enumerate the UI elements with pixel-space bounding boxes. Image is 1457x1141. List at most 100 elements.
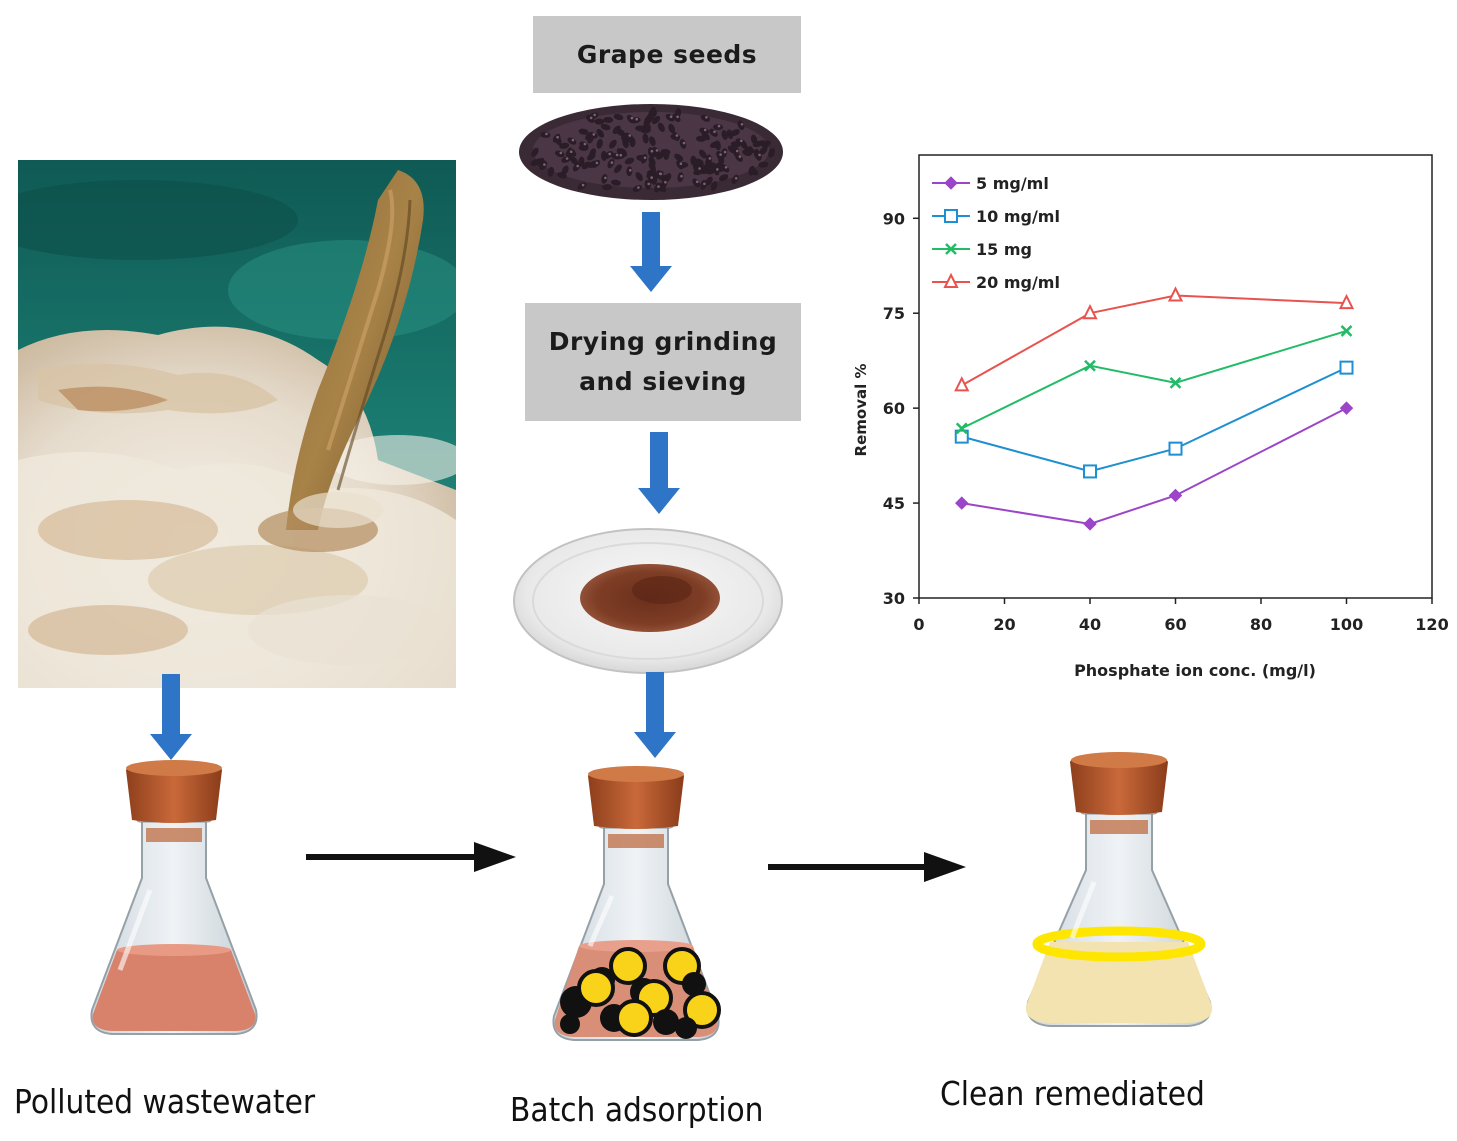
grape-seed-highlight — [723, 150, 727, 154]
legend-label: 5 mg/ml — [976, 174, 1049, 193]
grape-seed — [672, 131, 680, 142]
grape-seed — [569, 156, 579, 165]
grape-seed — [731, 174, 739, 184]
grape-seed-highlight — [576, 164, 579, 168]
caption-polluted-wastewater: Polluted wastewater — [14, 1082, 316, 1121]
grape-seed-highlight — [630, 116, 634, 120]
grape-seed — [547, 166, 555, 177]
grape-seed-highlight — [543, 163, 546, 166]
grape-seed-highlight — [595, 161, 599, 165]
grape-seed — [567, 137, 577, 145]
y-tick-label: 75 — [883, 304, 905, 323]
data-point — [1167, 286, 1184, 302]
grape-seed — [660, 148, 671, 156]
grape-seed-highlight — [556, 135, 559, 139]
grape-seed — [607, 158, 615, 169]
grape-seed — [614, 164, 622, 173]
grape-seed — [699, 127, 710, 135]
grape-seed — [652, 146, 660, 156]
grape-seed — [710, 141, 720, 149]
x-tick-label: 80 — [1250, 615, 1272, 634]
legend-marker — [944, 209, 958, 223]
series-line-2 — [961, 366, 1347, 473]
grape-seed-highlight — [643, 156, 647, 160]
legend-label: 10 mg/ml — [976, 207, 1060, 226]
data-point — [1340, 325, 1353, 337]
grape-seed — [632, 185, 643, 192]
down-arrow-seeds — [630, 212, 672, 292]
grape-seed — [720, 148, 728, 158]
grape-seed — [721, 130, 728, 140]
grape-seed — [668, 123, 676, 134]
legend-marker — [945, 243, 957, 255]
grape-seed — [577, 182, 587, 190]
drying-grinding-box: Drying grinding and sieving — [525, 303, 801, 421]
grape-seed — [677, 172, 684, 183]
grape-seed — [540, 131, 551, 138]
grape-seed-highlight — [740, 123, 744, 126]
data-point — [1338, 293, 1355, 310]
grape-seed — [603, 116, 614, 123]
grape-seed-highlight — [592, 133, 596, 136]
wastewater-photo — [18, 160, 456, 688]
grape-seed — [705, 154, 712, 165]
grape-seeds-box: Grape seeds — [533, 16, 801, 93]
grape-seed-highlight — [664, 180, 667, 184]
y-tick-label: 30 — [883, 589, 905, 608]
grape-seed — [657, 122, 665, 132]
drying-label-line1: Drying grinding — [548, 327, 778, 356]
grape-seed-highlight — [669, 115, 673, 118]
right-arrow-1 — [306, 842, 516, 872]
grape-seed-highlight — [698, 167, 701, 170]
grape-seed-highlight — [738, 155, 742, 158]
series-line-1 — [961, 407, 1347, 526]
grape-seed-highlight — [629, 169, 632, 172]
grape-seed — [699, 164, 709, 171]
grape-seed — [612, 125, 621, 134]
grape-seed — [596, 138, 603, 149]
grape-seed — [559, 142, 570, 149]
grape-seed — [587, 152, 596, 161]
grape-seed-highlight — [608, 152, 611, 156]
caption-batch-adsorption: Batch adsorption — [510, 1090, 764, 1129]
grape-seed — [749, 167, 759, 176]
down-arrow-drying — [638, 432, 680, 514]
grape-seed — [648, 162, 656, 172]
data-point — [1339, 360, 1354, 375]
grape-seed-highlight — [619, 153, 623, 157]
grape-seed-highlight — [676, 115, 679, 119]
data-point — [1339, 401, 1354, 415]
grape-seed — [705, 176, 713, 186]
right-arrow-2 — [768, 852, 966, 882]
grape-seed-highlight — [719, 153, 722, 156]
down-arrow-photo — [150, 674, 192, 760]
legend-marker — [944, 176, 958, 190]
down-arrow-powder — [634, 672, 676, 758]
grape-seed — [596, 128, 605, 138]
x-tick-label: 100 — [1330, 615, 1363, 634]
grape-seed-highlight — [571, 138, 575, 142]
grape-seed — [651, 115, 661, 125]
grape-seed — [630, 117, 641, 124]
grape-seed — [758, 161, 769, 168]
grape-seed — [622, 138, 629, 149]
grape-seed-highlight — [716, 168, 719, 171]
grape-seed — [718, 174, 729, 182]
grape-seed — [581, 161, 591, 170]
grape-seed — [646, 172, 657, 179]
data-point — [955, 422, 968, 435]
grape-seed-highlight — [650, 149, 654, 153]
flask-clean — [1025, 752, 1213, 1027]
data-point — [955, 496, 969, 510]
grape-seed — [713, 124, 723, 131]
grape-seed — [759, 146, 768, 155]
x-axis-label: Phosphate ion conc. (mg/l) — [1074, 661, 1316, 680]
grape-seed — [557, 172, 567, 179]
y-tick-label: 60 — [883, 399, 905, 418]
grape-seed-highlight — [682, 141, 686, 145]
legend-marker — [943, 272, 959, 288]
grape-seed — [730, 129, 740, 137]
grape-seed-highlight — [758, 153, 761, 157]
grape-seed — [707, 162, 718, 169]
